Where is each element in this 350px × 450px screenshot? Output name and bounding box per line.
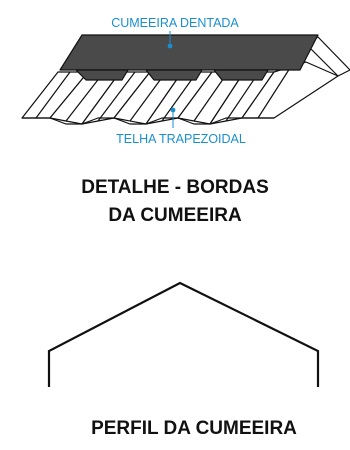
- profile-title: PERFIL DA CUMEEIRA: [91, 418, 297, 439]
- ridge-tooth-2: [145, 69, 203, 81]
- callout-sheet: TELHA TRAPEZOIDAL: [116, 107, 246, 146]
- ridge-tooth-1: [75, 69, 129, 81]
- detail-title-line-1: DETALHE - BORDAS: [81, 177, 269, 198]
- ridge-cap-top: [59, 34, 319, 71]
- ridge-tooth-3: [213, 69, 269, 81]
- detail-title-line-2: DA CUMEEIRA: [108, 205, 242, 226]
- toothed-ridge-cap: [59, 34, 319, 81]
- callout-dot-sheet: [170, 107, 176, 113]
- sheet-eave-edge: [22, 117, 274, 125]
- callout-label-sheet: TELHA TRAPEZOIDAL: [116, 132, 246, 146]
- ridge-profile-outline: [47, 281, 320, 387]
- callout-label-ridge: CUMEEIRA DENTADA: [111, 16, 239, 30]
- callout-dot-ridge: [167, 43, 173, 49]
- callout-ridge: CUMEEIRA DENTADA: [111, 16, 239, 49]
